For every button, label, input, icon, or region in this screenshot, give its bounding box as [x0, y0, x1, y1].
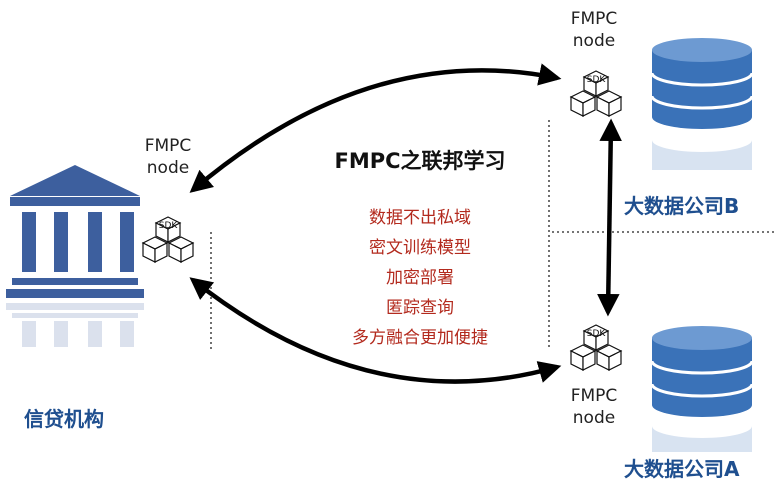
diagram-title: FMPC之联邦学习 — [334, 149, 506, 173]
left-node-label: FMPC node — [128, 135, 208, 179]
bottom-node-sdk-icon: SDK — [570, 324, 622, 371]
bottom-node-label-line2: node — [572, 408, 616, 428]
top-node-label-line1: FMPC — [570, 9, 618, 29]
feature-item: 密文训练模型 — [369, 238, 471, 258]
left-node-sdk-text: SDK — [159, 221, 179, 231]
feature-item: 加密部署 — [386, 268, 454, 288]
bottom-node-label: FMPC node — [554, 385, 634, 429]
database-b-icon — [650, 38, 754, 170]
top-node-sdk-text: SDK — [587, 75, 607, 85]
left-node-label-line2: node — [146, 158, 190, 178]
bank-building-icon — [6, 165, 144, 347]
feature-item: 多方融合更加便捷 — [352, 328, 488, 348]
bottom-node-sdk-text: SDK — [587, 329, 607, 339]
company-b-label: 大数据公司B — [624, 194, 740, 218]
left-node-sdk-icon: SDK — [142, 216, 194, 263]
database-a-icon — [650, 326, 754, 452]
feature-item: 匿踪查询 — [386, 298, 454, 318]
left-node-label-line1: FMPC — [144, 136, 192, 156]
bottom-node-label-line1: FMPC — [570, 386, 618, 406]
arrow-left-to-top — [189, 63, 562, 193]
top-node-label: FMPC node — [554, 8, 634, 52]
feature-item: 数据不出私域 — [369, 208, 471, 228]
arrow-left-to-bottom — [189, 277, 562, 384]
company-a-label: 大数据公司A — [624, 457, 740, 481]
top-node-label-line2: node — [572, 31, 616, 51]
bank-label: 信贷机构 — [24, 407, 104, 431]
arrow-top-to-bottom — [597, 118, 622, 317]
top-node-sdk-icon: SDK — [570, 70, 622, 117]
